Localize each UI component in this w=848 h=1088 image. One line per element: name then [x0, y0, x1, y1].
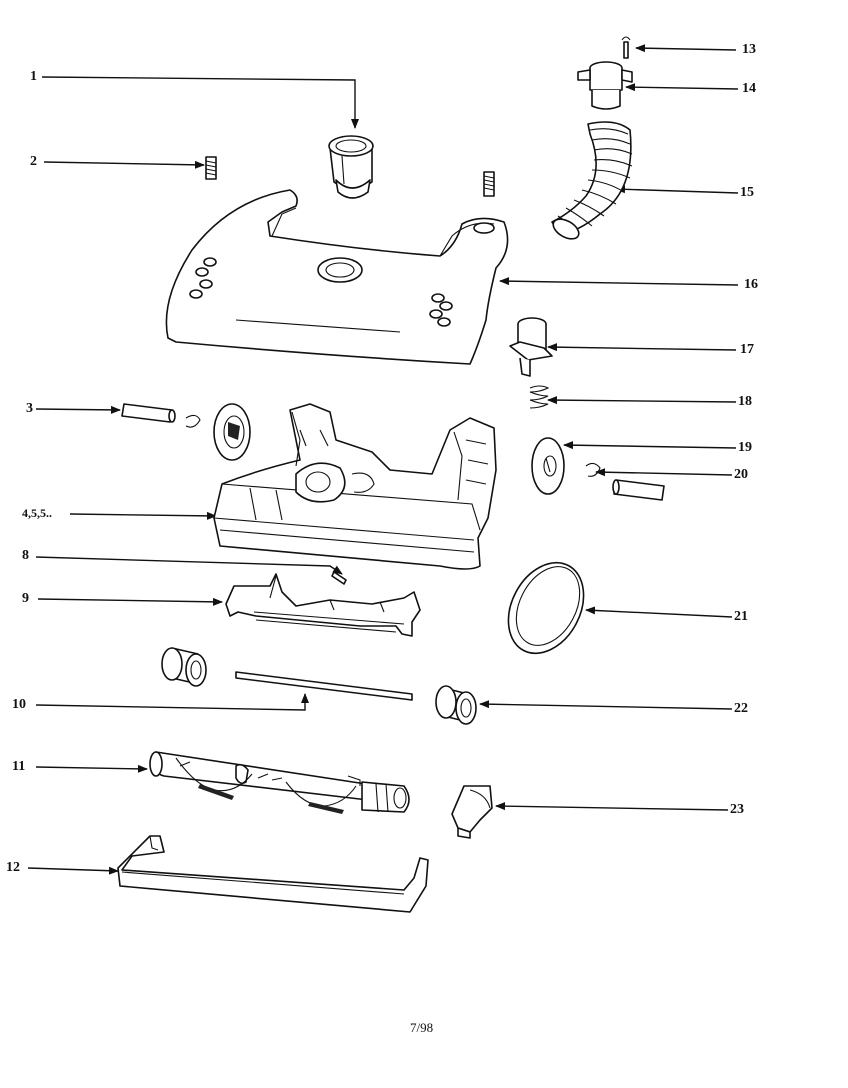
part-1-duct-connector [328, 135, 374, 199]
part-2-spring [205, 156, 495, 197]
part-12-bumper [117, 835, 429, 913]
callout-2: 2 [30, 154, 37, 169]
part-4-rear-wheel-left [213, 403, 251, 461]
part-13-pin [621, 36, 631, 59]
callout-9: 9 [22, 591, 29, 606]
part-11-brushroll [149, 751, 410, 814]
callout-15: 15 [740, 185, 754, 200]
part-19-rear-wheel-right [531, 437, 565, 495]
callout-18: 18 [738, 394, 752, 409]
callout-20: 20 [734, 467, 748, 482]
part-16-hood-cover [165, 189, 509, 365]
part-10-bearing-left [161, 647, 207, 687]
callout-21: 21 [734, 609, 748, 624]
leader-lines [27, 44, 739, 875]
part-17-nozzle-post [509, 317, 553, 377]
callout-16: 16 [744, 277, 758, 292]
callout-17: 17 [740, 342, 754, 357]
part-15-flex-hose [551, 121, 633, 240]
part-22-bearing-right [435, 685, 477, 725]
date-code: 7/98 [410, 1020, 434, 1035]
callout-3: 3 [26, 401, 33, 416]
callout-13: 13 [742, 42, 756, 57]
callout-12: 12 [6, 860, 20, 875]
callout-1: 1 [30, 69, 37, 84]
part-3-axle-pin [121, 403, 201, 428]
callout-4-5: 4,5,5.. [22, 506, 52, 520]
callout-10: 10 [12, 697, 26, 712]
part-9-bottom-plate [225, 573, 421, 637]
part-4-base-frame [213, 403, 497, 570]
part-20-axle-pin [585, 462, 665, 501]
callout-14: 14 [742, 81, 756, 96]
part-18-spring [529, 385, 550, 409]
part-14-hose-cuff [577, 61, 633, 110]
part-10-axle-rod [235, 671, 413, 701]
callout-8: 8 [22, 548, 29, 563]
callout-11: 11 [12, 759, 26, 774]
part-21-drive-belt [507, 561, 585, 655]
callout-19: 19 [738, 440, 752, 455]
part-23-belt-guard [451, 785, 493, 839]
callout-23: 23 [730, 802, 744, 817]
callout-22: 22 [734, 701, 748, 716]
part-8-small-pin [331, 571, 347, 585]
